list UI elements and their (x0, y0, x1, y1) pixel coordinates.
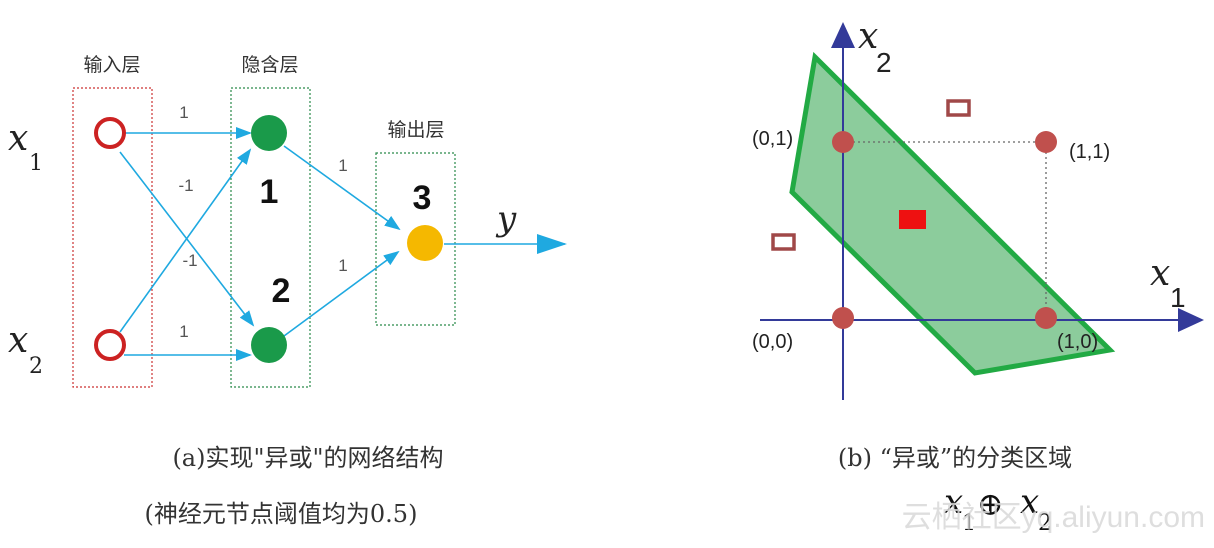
output-layer-box (375, 152, 456, 326)
output-y-label: y (495, 199, 517, 239)
x1-axis-arrowhead (1178, 308, 1204, 332)
point-0-1 (832, 131, 854, 153)
svg-text:x: x (858, 16, 878, 57)
svg-text:1: 1 (962, 511, 976, 536)
hidden-node-2 (251, 327, 287, 363)
svg-text:2: 2 (29, 354, 43, 379)
input-node-x1 (94, 117, 126, 149)
caption-b: (b) “异或”的分类区域 (838, 444, 1072, 472)
watermark: 云栖社区yq.aliyun.com (902, 501, 1205, 534)
edge-x2-h1 (119, 148, 252, 333)
hidden-layer-label: 隐含层 (241, 54, 298, 76)
point-label-0-0: (0,0) (752, 331, 793, 353)
x2-axis-label: x 2 (858, 16, 892, 78)
hidden-node-1-number: 1 (260, 173, 279, 211)
x1-axis-label: x 1 (1150, 253, 1186, 313)
caption-a-line1: (a)实现"异或"的网络结构 (172, 444, 443, 472)
input-layer-box (72, 87, 153, 388)
weight-h2-out: 1 (338, 256, 347, 275)
point-1-0 (1035, 307, 1057, 329)
output-node-3 (407, 225, 443, 261)
weight-h1-out: 1 (338, 156, 347, 175)
caption-a-line2: (神经元节点阈值均为0.5) (145, 500, 418, 528)
x2-input-label: x 2 (8, 320, 43, 379)
hidden-layer-box (230, 87, 311, 388)
edge-h2-out (283, 250, 400, 337)
network-diagram: 输入层 隐含层 输出层 x 1 x 2 1 -1 -1 1 1 1 (8, 54, 567, 528)
svg-text:x: x (8, 118, 28, 159)
xor-formula: x 1 ⊕ x 2 (944, 482, 1052, 536)
weight-x2-h2: 1 (179, 322, 188, 341)
hidden-node-1 (251, 115, 287, 151)
svg-text:x: x (944, 482, 963, 522)
input-node-x2 (94, 329, 126, 361)
input-layer-label: 输入层 (83, 54, 140, 76)
weight-x1-h1: 1 (179, 103, 188, 122)
weight-x2-h1: -1 (182, 251, 197, 270)
svg-text:x: x (1150, 253, 1170, 294)
x1-input-label: x 1 (8, 118, 43, 176)
svg-text:x: x (1020, 482, 1039, 522)
point-0-0 (832, 307, 854, 329)
output-layer-label: 输出层 (387, 119, 444, 141)
svg-text:1: 1 (1170, 282, 1186, 313)
x2-axis-arrowhead (831, 22, 855, 48)
svg-text:2: 2 (876, 47, 892, 78)
class-0-square-marker (946, 99, 971, 117)
point-label-0-1: (0,1) (752, 128, 793, 150)
output-node-3-number: 3 (413, 179, 432, 217)
hidden-node-2-number: 2 (272, 272, 291, 310)
svg-text:1: 1 (29, 151, 43, 176)
weight-x1-h2: -1 (178, 176, 193, 195)
edge-h1-out (283, 145, 401, 231)
svg-text:⊕: ⊕ (977, 485, 1004, 523)
xor-region (789, 51, 1116, 376)
class-0-square-marker (771, 233, 796, 251)
point-1-1 (1035, 131, 1057, 153)
class-1-square-marker (899, 210, 926, 229)
svg-text:2: 2 (1038, 511, 1052, 536)
xor-region-plot: x 2 x 1 (0,0) (0,1) (1,0) (1,1) (b) “异或”… (752, 16, 1204, 536)
svg-text:x: x (8, 320, 28, 361)
point-label-1-0: (1,0) (1057, 331, 1098, 353)
point-label-1-1: (1,1) (1069, 141, 1110, 163)
